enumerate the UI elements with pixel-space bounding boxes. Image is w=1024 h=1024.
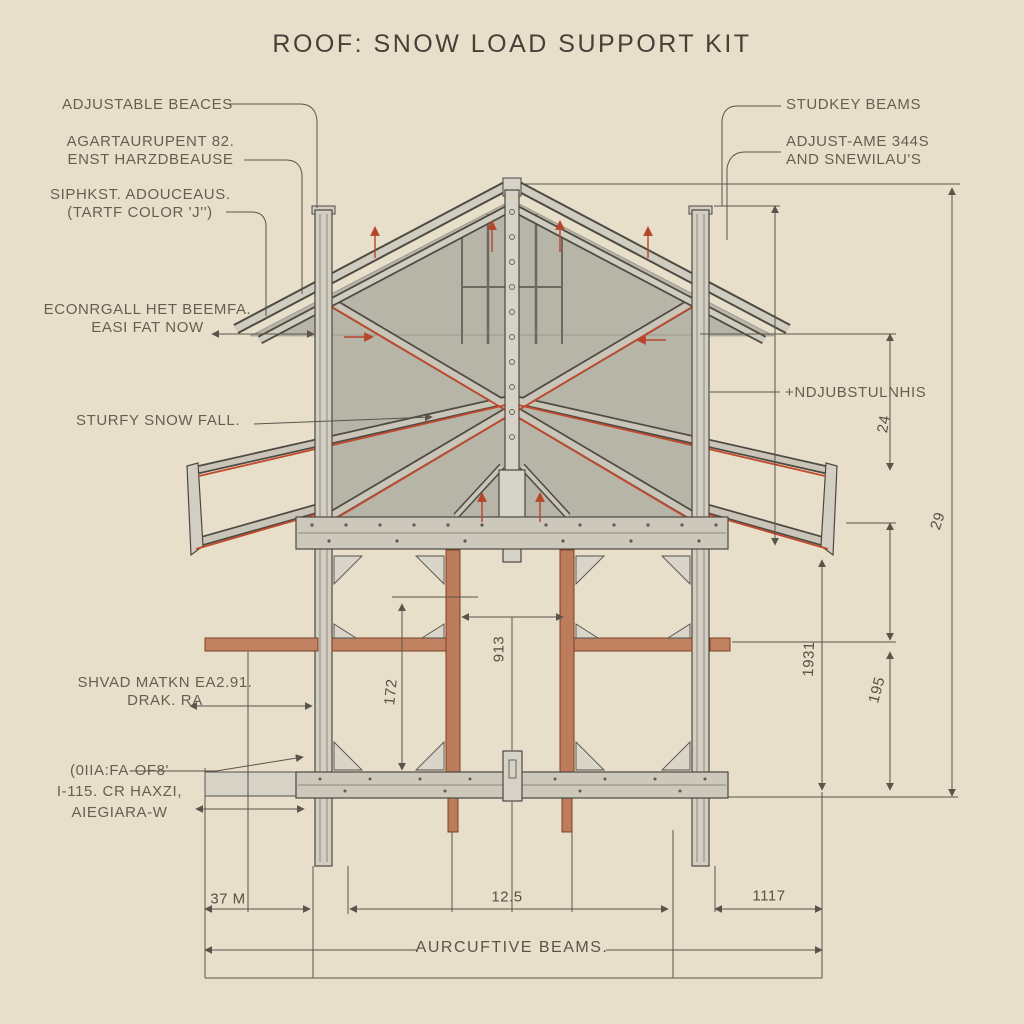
dim-125-label: 12.5 xyxy=(491,888,523,906)
label-econrgall: ECONRGALL HET BEEMFA. EASI FAT NOW xyxy=(40,301,255,337)
dim-172-label: 172 xyxy=(381,677,401,707)
dim-913-label: 913 xyxy=(490,635,508,663)
label-adjustame: ADJUST-AME 344S AND SNEWILAU'S xyxy=(786,133,929,169)
label-line: ENST HARZDBEAUSE xyxy=(67,151,234,168)
label-studkey-beams: STUDKEY BEAMS xyxy=(786,96,921,114)
label-line: ADJUSTABLE BEACES xyxy=(62,96,233,113)
label-line: STURFY SNOW FALL. xyxy=(76,412,241,429)
terracotta-posts-rails xyxy=(204,549,731,833)
label-adjustable-braces: ADJUSTABLE BEACES xyxy=(62,96,233,114)
dim-1117-label: 1117 xyxy=(752,887,786,905)
leader-lines xyxy=(130,103,781,813)
gable-studs xyxy=(461,214,563,344)
label-line: ECONRGALL HET BEEMFA. xyxy=(43,301,252,318)
label-shvad-matkn: SHVAD MATKN EA2.91. DRAK. RA xyxy=(70,674,260,710)
label-line: DRAK. RA xyxy=(127,692,203,709)
label-line: AGARTAURUPENT 82. xyxy=(66,133,235,150)
label-line: SHVAD MATKN EA2.91. xyxy=(77,674,253,691)
label-siphkst: SIPHKST. ADOUCEAUS. (TARTF COLOR 'J'') xyxy=(50,186,230,222)
label-line: EASI FAT NOW xyxy=(91,319,204,336)
label-line: STUDKEY BEAMS xyxy=(786,96,922,113)
eave-caps xyxy=(186,462,838,557)
red-arrows xyxy=(344,220,666,522)
corner-gussets xyxy=(333,555,691,771)
label-oiiafa: (0IIA:FA-OF8' I-115. CR HAXZI, AIEGIARA-… xyxy=(42,760,197,823)
dim-24-label: 24 xyxy=(874,413,894,435)
label-line: (0IIA:FA-OF8' xyxy=(69,762,170,779)
label-aurcuftive-beams: AURCUFTIVE BEAMS. xyxy=(415,939,609,956)
label-line: AIEGIARA-W xyxy=(71,804,168,821)
label-line: AND SNEWILAU'S xyxy=(786,151,922,168)
dim-1931-label: 1931 xyxy=(799,641,819,677)
label-line: SIPHKST. ADOUCEAUS. xyxy=(50,186,231,203)
label-line: (TARTF COLOR 'J'') xyxy=(67,204,213,221)
label-ndjubstulnhis: +NDJUBSTULNHIS xyxy=(785,384,926,402)
label-line: I-115. CR HAXZI, xyxy=(56,783,183,800)
dim-37m-label: 37 M xyxy=(210,890,246,908)
dimension-lines xyxy=(204,183,960,979)
rafters xyxy=(233,178,791,344)
page-title: ROOF: SNOW LOAD SUPPORT KIT xyxy=(272,30,752,58)
bottom-beam xyxy=(204,750,729,802)
label-line: ADJUST-AME 344S xyxy=(786,133,930,150)
mid-girder xyxy=(295,516,729,550)
label-line: +NDJUBSTULNHIS xyxy=(785,384,927,401)
label-agartaurupent: AGARTAURUPENT 82. ENST HARZDBEAUSE xyxy=(58,133,243,169)
label-sturfy-snow-fall: STURFY SNOW FALL. xyxy=(76,412,240,430)
center-connector xyxy=(502,750,523,802)
